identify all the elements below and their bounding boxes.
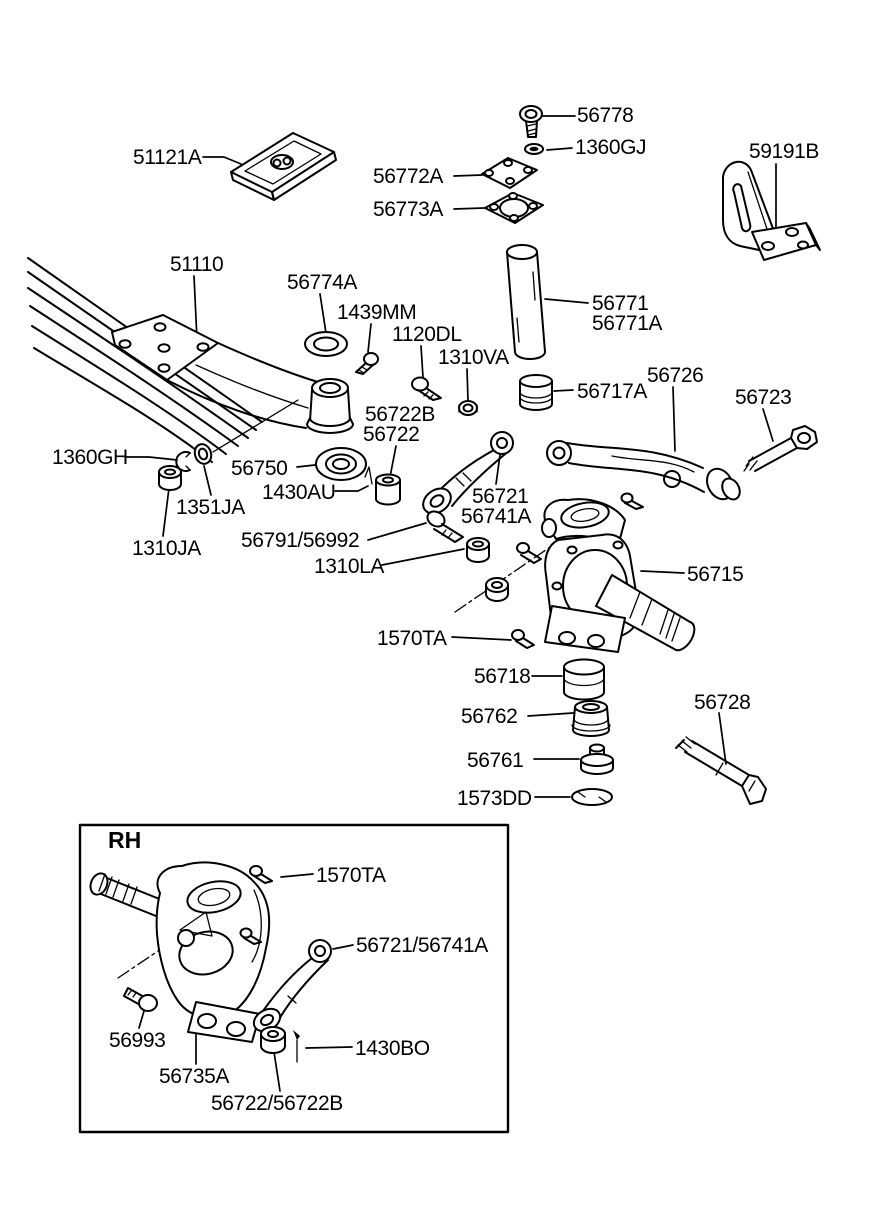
part-washer-1351ja [193, 443, 213, 465]
part-label-56722b: 56722B [365, 403, 436, 426]
part-label-56773a: 56773A [373, 198, 444, 221]
part-pin-1430bo [293, 1030, 300, 1063]
part-nut-56722-inset [260, 1026, 286, 1054]
part-grommet-56774a [304, 331, 348, 357]
part-label-56717a: 56717A [577, 380, 648, 403]
part-label-56723: 56723 [735, 386, 792, 409]
part-bushing-56722-main [375, 473, 401, 506]
part-label-1573dd: 1573DD [457, 787, 532, 810]
part-bracket-59191b [722, 160, 821, 261]
part-snap-ring-1360gh [175, 451, 191, 472]
part-label-1430bo: 1430BO [355, 1037, 430, 1060]
part-label-1310ja: 1310JA [132, 537, 201, 560]
part-label-56778: 56778 [577, 104, 634, 127]
part-label-56741a: 56741A [461, 505, 532, 528]
part-cover-plate-56772a [481, 157, 538, 189]
part-gasket-56773a [484, 192, 544, 224]
part-fitting-1570ta-inset [249, 865, 273, 884]
part-label-56718: 56718 [474, 665, 531, 688]
part-nut-1310va [458, 400, 478, 416]
part-label-56791-56992: 56791/56992 [241, 529, 360, 552]
part-label-56771a: 56771A [592, 312, 663, 335]
part-label-56735a: 56735A [159, 1065, 230, 1088]
part-label-56774a: 56774A [287, 271, 358, 294]
part-washer-1360gj [524, 143, 544, 155]
part-label-56750: 56750 [231, 457, 288, 480]
part-shim-1573dd [571, 788, 613, 806]
part-label-1310la: 1310LA [314, 555, 385, 578]
part-pivot-pin-56771 [506, 244, 546, 360]
part-arm-56721-main [422, 431, 514, 515]
part-fitting-small-inset [239, 927, 262, 945]
part-idler-arm-56726 [546, 440, 741, 501]
part-pin-1430au [364, 466, 373, 485]
part-label-56721: 56721 [472, 485, 529, 508]
part-bolt-56791 [426, 510, 464, 543]
part-label-1351ja: 1351JA [176, 496, 245, 519]
part-label-1120dl: 1120DL [392, 323, 462, 346]
part-label-51121a: 51121A [133, 146, 202, 169]
part-bolt-56993 [123, 987, 158, 1012]
part-label-1360gh: 1360GH [52, 446, 128, 469]
part-bearing-56750 [315, 447, 367, 481]
part-label-1570ta-inset: 1570TA [316, 864, 386, 887]
inset-box [78, 823, 510, 1134]
part-label-59191b: 59191B [749, 140, 820, 163]
part-label-56722-56722b: 56722/56722B [211, 1092, 343, 1115]
part-bolt-56723 [743, 425, 818, 472]
part-label-1360gj: 1360GJ [575, 136, 647, 159]
part-label-1439mm: 1439MM [337, 301, 417, 324]
part-label-56728: 56728 [694, 691, 751, 714]
part-label-56762: 56762 [461, 705, 518, 728]
part-bushing-56718 [563, 658, 605, 701]
part-label-56722: 56722 [363, 423, 420, 446]
part-label-56715: 56715 [687, 563, 744, 586]
leader-lines [124, 115, 777, 1092]
part-screw-56778 [519, 105, 543, 138]
part-label-56726: 56726 [647, 364, 704, 387]
inset-corner-label: RH [108, 827, 142, 853]
part-arm-56721-inset [252, 939, 332, 1033]
part-bushing-56717a [519, 374, 553, 411]
part-crossmember-51110 [27, 257, 354, 463]
part-knuckle-56715 [454, 492, 696, 653]
part-label-51110: 51110 [170, 253, 224, 276]
part-label-1310va: 1310VA [438, 346, 509, 369]
part-fitting-1570ta-main [511, 629, 535, 649]
part-label-56771: 56771 [592, 292, 649, 315]
part-bushing-56762 [571, 700, 611, 737]
part-label-1430au: 1430AU [262, 481, 336, 504]
part-label-56993: 56993 [109, 1029, 166, 1052]
part-label-1570ta-main: 1570TA [377, 627, 447, 650]
part-bolt-1439mm [355, 352, 379, 375]
part-plug-56761 [580, 743, 614, 775]
part-label-56772a: 56772A [373, 165, 444, 188]
part-bolt-56728 [675, 736, 767, 805]
part-knuckle-rh-inset [89, 861, 271, 1043]
part-nut-1310ja [158, 465, 182, 491]
part-label-56721-56741a: 56721/56741A [356, 934, 488, 957]
part-label-56761: 56761 [467, 749, 524, 772]
part-bolt-1120dl [411, 376, 442, 401]
part-shim-plate-51121a [230, 132, 337, 201]
part-nut-1310la [466, 537, 490, 563]
